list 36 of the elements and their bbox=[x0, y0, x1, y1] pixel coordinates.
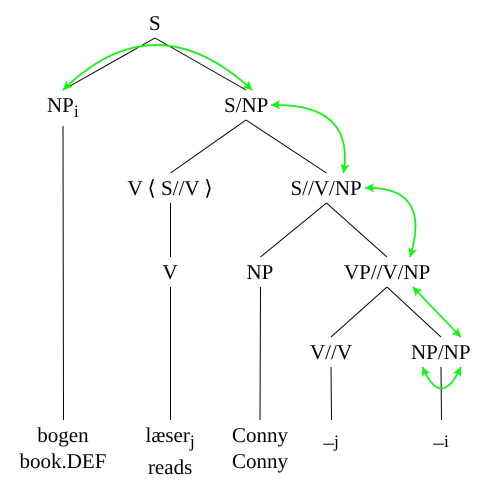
gloss-text: reads bbox=[146, 454, 194, 480]
tree-branch bbox=[62, 126, 64, 420]
tree-branch bbox=[260, 286, 261, 420]
tree-branch bbox=[170, 286, 171, 420]
word-text: Conny bbox=[232, 422, 288, 448]
tree-branch bbox=[330, 286, 388, 338]
category-label: V bbox=[160, 257, 181, 287]
category-label: S bbox=[146, 8, 164, 38]
category-label: NP/NP bbox=[408, 337, 474, 367]
category-label: S//V/NP bbox=[288, 173, 365, 203]
tree-branch bbox=[246, 120, 327, 174]
tree-branch bbox=[154, 38, 246, 90]
movement-arrow bbox=[412, 286, 462, 338]
tree-branch bbox=[330, 366, 332, 420]
category-label: NP bbox=[244, 257, 276, 287]
tree-branch bbox=[170, 120, 246, 174]
tree-branch bbox=[170, 202, 171, 258]
movement-arrow bbox=[270, 100, 349, 174]
gloss-text: book.DEF bbox=[20, 448, 106, 474]
category-label: VP//V/NP bbox=[341, 257, 434, 287]
category-label: _$_{i}$ bbox=[430, 420, 452, 456]
movement-arrow bbox=[62, 44, 253, 91]
category-label: V ⟨ S//V ⟩ bbox=[124, 173, 216, 203]
category-label: _$_{j}$ bbox=[320, 420, 342, 456]
tree-branch bbox=[386, 286, 442, 338]
category-label: S/NP bbox=[221, 90, 272, 120]
movement-arrow bbox=[422, 366, 462, 390]
tree-branch bbox=[260, 202, 327, 258]
word-text: læser$_{j}$ bbox=[146, 422, 195, 454]
movement-arrow bbox=[364, 184, 417, 258]
gloss-text: Conny bbox=[232, 448, 288, 474]
tree-branch bbox=[326, 202, 388, 258]
tree-branch bbox=[440, 366, 442, 420]
category-label: NP$_{i}$ bbox=[44, 90, 82, 126]
word-text: bogen bbox=[36, 422, 90, 448]
category-label: V//V bbox=[307, 337, 355, 367]
